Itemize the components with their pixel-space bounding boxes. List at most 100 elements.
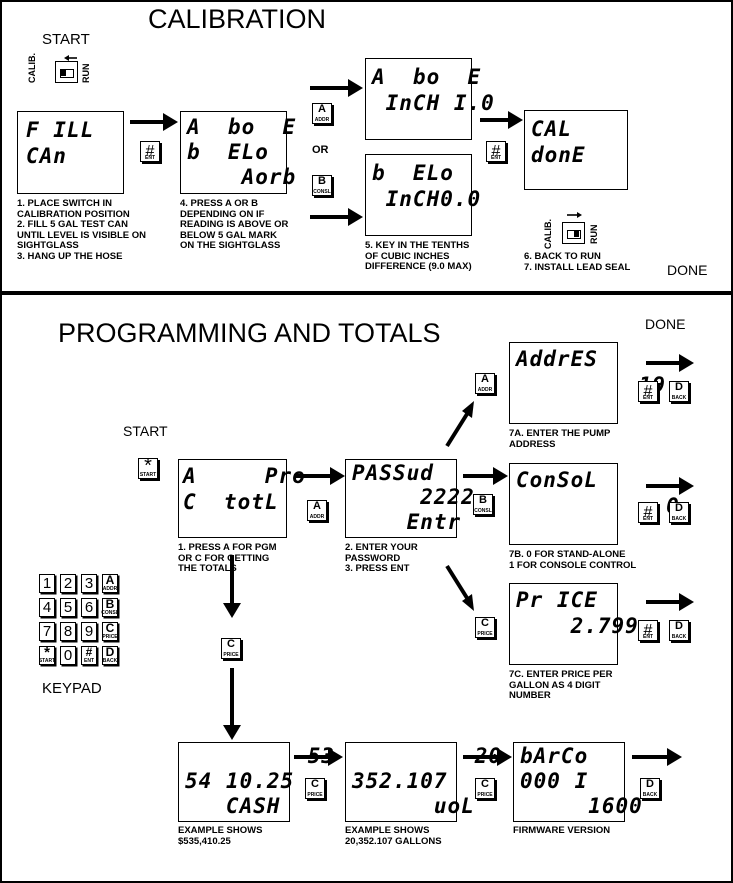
programming-start-label: START	[123, 423, 168, 439]
keypad-key-6[interactable]: 6	[81, 598, 97, 617]
key-a-addr[interactable]: A ADDR	[475, 373, 495, 394]
key-c-price[interactable]: C PRICE	[475, 617, 495, 638]
key-symbol: C	[481, 778, 489, 790]
switch-knob	[61, 70, 66, 76]
lcd-address: AddrES 19	[509, 342, 665, 424]
key-subtitle: START	[38, 658, 56, 664]
key-b-consl[interactable]: B CONSL	[312, 175, 332, 196]
lcd-line: b ELo	[187, 140, 269, 164]
lcd-line: 1600	[520, 794, 643, 818]
lcd-above-inch: A bo E InCH I.0	[365, 58, 494, 140]
step-line: 4. PRESS A OR B	[180, 198, 258, 209]
lcd-line: PASSud	[352, 461, 434, 485]
programming-title: PROGRAMMING AND TOTALS	[58, 318, 441, 348]
key-hash-ent[interactable]: # ENT	[638, 502, 658, 523]
key-subtitle: ADDR	[314, 117, 330, 123]
step-line: OR C FOR GETTING	[178, 552, 270, 564]
keypad-key-3[interactable]: 3	[81, 574, 97, 593]
arrow-password-to-price	[445, 564, 469, 600]
key-subtitle: CONSL	[313, 189, 331, 195]
keypad-key-8[interactable]: 8	[60, 622, 76, 641]
keypad-key-star[interactable]: *START	[38, 644, 56, 665]
key-symbol: 1	[42, 575, 52, 592]
key-symbol: #	[85, 645, 93, 659]
key-symbol: *	[44, 644, 50, 661]
key-d-back[interactable]: D BACK	[669, 620, 689, 641]
lcd-cash: 53 54 10.25 CASH	[178, 742, 334, 822]
key-symbol: D	[675, 502, 683, 514]
key-d-back[interactable]: D BACK	[669, 502, 689, 523]
lcd-line: 352.107	[352, 769, 448, 793]
key-b-consl[interactable]: B CONSL	[473, 494, 493, 515]
step-line: $535,410.25	[178, 835, 231, 847]
step-line: DIFFERENCE (9.0 MAX)	[365, 261, 472, 272]
switch-calib-text-bottom: CALIB.	[543, 219, 553, 249]
keypad-label: KEYPAD	[42, 680, 102, 697]
step-line: FIRMWARE VERSION	[513, 825, 611, 836]
keypad-key-2[interactable]: 2	[60, 574, 76, 593]
step-7b-text: 7B. 0 FOR STAND-ALONE 1 FOR CONSOLE CONT…	[509, 549, 636, 571]
step-line: EXAMPLE SHOWS	[178, 825, 263, 836]
key-subtitle: ENT	[491, 155, 501, 161]
step-line: DEPENDING ON IF	[180, 208, 265, 220]
key-hash-ent[interactable]: # ENT	[638, 620, 658, 641]
lcd-fill-can: F ILL CAn	[17, 111, 124, 194]
key-symbol: 7	[42, 623, 52, 640]
lcd-below-inch: b ELo InCH0.0	[365, 154, 480, 236]
step-7c-text: 7C. ENTER PRICE PER GALLON AS 4 DIGIT NU…	[509, 669, 612, 702]
keypad-key-9[interactable]: 9	[81, 622, 97, 641]
key-subtitle: PRICE	[102, 634, 118, 640]
key-subtitle: BACK	[671, 634, 687, 640]
key-symbol: A	[313, 500, 321, 512]
step-line: 1. PLACE SWITCH IN	[17, 198, 113, 209]
or-label: OR	[312, 144, 329, 156]
key-star-start[interactable]: * START	[138, 456, 158, 479]
key-c-price[interactable]: C PRICE	[305, 778, 325, 799]
switch-run-text-top: RUN	[81, 63, 91, 84]
lcd-cal-done: CAL donE	[524, 110, 628, 190]
key-subtitle: BACK	[671, 516, 687, 522]
key-a-addr[interactable]: A ADDR	[307, 500, 327, 521]
key-subtitle: PRICE	[477, 631, 493, 637]
key-symbol: A	[481, 373, 489, 385]
key-c-price[interactable]: C PRICE	[475, 778, 495, 799]
keypad-key-4[interactable]: 4	[39, 598, 55, 617]
lcd-line: CAL	[531, 117, 572, 141]
lcd-line: 54 10.25	[185, 769, 295, 793]
step-line: 20,352.107 GALLONS	[345, 835, 442, 847]
key-subtitle: ENT	[643, 634, 653, 640]
key-symbol: A	[105, 573, 115, 587]
key-symbol: D	[675, 620, 683, 632]
key-hash-ent[interactable]: # ENT	[486, 141, 506, 162]
key-symbol: 0	[63, 647, 73, 664]
step-line: 1. PRESS A FOR PGM	[178, 542, 277, 553]
key-a-addr[interactable]: A ADDR	[312, 103, 332, 124]
key-symbol: C	[105, 621, 115, 635]
key-d-back[interactable]: D BACK	[669, 381, 689, 402]
key-subtitle: ADDR	[477, 387, 493, 393]
lcd-line: CAn	[26, 144, 67, 168]
lcd-password: PASSud 2222 Entr	[345, 459, 474, 538]
key-c-price[interactable]: C PRICE	[221, 638, 241, 659]
lcd-line: b ELo	[372, 161, 454, 185]
key-symbol: 8	[63, 623, 73, 640]
keypad-key-1[interactable]: 1	[39, 574, 55, 593]
step-line: GALLON AS 4 DIGIT	[509, 679, 601, 691]
key-subtitle: CONSL	[474, 508, 492, 514]
key-hash-ent[interactable]: # ENT	[638, 381, 658, 402]
key-d-back[interactable]: D BACK	[640, 778, 660, 799]
calibration-done-label: DONE	[667, 262, 708, 278]
key-subtitle: ENT	[643, 516, 653, 522]
key-hash-ent[interactable]: # ENT	[140, 141, 160, 162]
keypad-key-hash[interactable]: #ENT	[81, 646, 97, 665]
keypad-key-0[interactable]: 0	[60, 646, 76, 665]
calibration-switch-bottom	[562, 222, 585, 244]
lcd-line: 2.799	[516, 614, 639, 638]
keypad-key-5[interactable]: 5	[60, 598, 76, 617]
keypad-key-7[interactable]: 7	[39, 622, 55, 641]
